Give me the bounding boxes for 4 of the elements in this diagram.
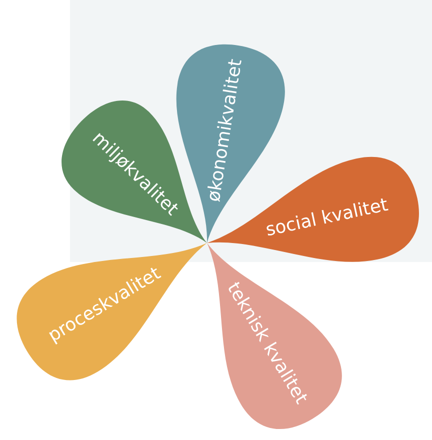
petal-label: social kvalitet (264, 194, 390, 241)
petal (62, 100, 207, 243)
petal (16, 243, 207, 380)
petal (207, 243, 342, 430)
